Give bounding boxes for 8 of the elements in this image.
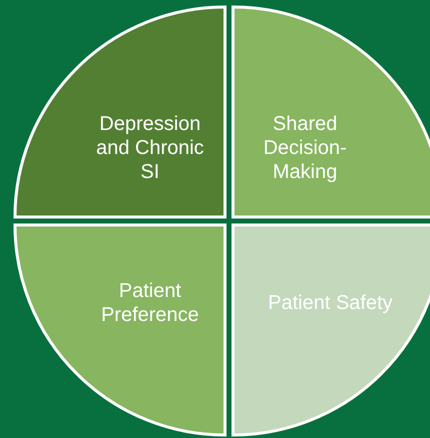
quadrant-segment (15, 7, 225, 217)
segment-label: Shared Decision-Making (262, 112, 348, 184)
quadrant-segment (233, 7, 430, 217)
quadrant-segment (233, 225, 430, 435)
segment-label: Patient Safety (268, 291, 394, 315)
segment-label: Patient Preference (100, 279, 200, 327)
quadrant-segment (15, 225, 225, 435)
segment-label: Depression and Chronic SI (95, 112, 205, 184)
